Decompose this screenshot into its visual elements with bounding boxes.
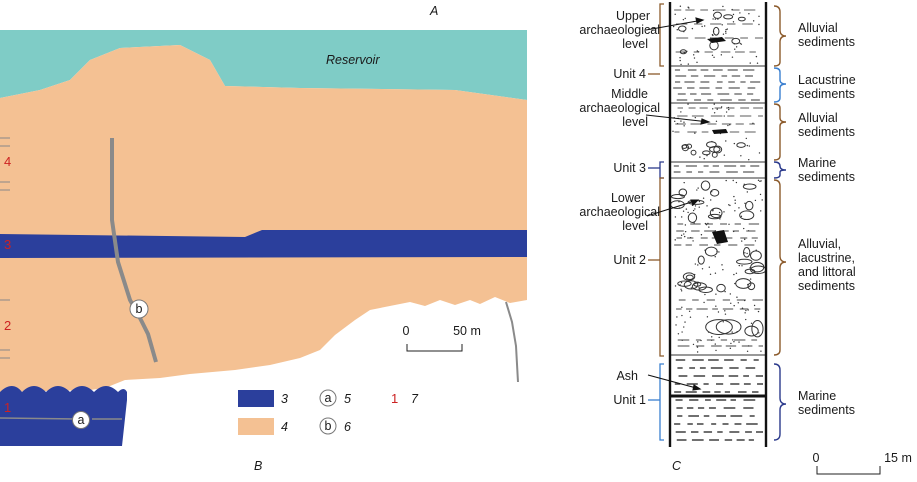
middle-level-label-3: level <box>622 115 648 129</box>
mixed-label-3: and littoral <box>798 265 856 279</box>
legend-label-3: 3 <box>281 392 288 406</box>
unit-4-label: Unit 4 <box>613 67 646 81</box>
legend-swatch-4 <box>238 418 274 435</box>
legend-symbol-7: 1 <box>391 391 398 406</box>
middle-level-label-1: Middle <box>611 87 648 101</box>
mixed-label-1: Alluvial, <box>798 237 841 251</box>
section-scale-zero: 0 <box>403 324 410 338</box>
profile-b-line <box>110 138 158 363</box>
middle-level-marker <box>712 129 728 134</box>
column-scale-end: 15 m <box>884 451 912 465</box>
point-b-marker <box>129 299 149 319</box>
reservoir-label: Reservoir <box>326 53 380 67</box>
point-a-label: a <box>78 413 85 427</box>
point-b-label: b <box>136 302 143 316</box>
left-edge-ticks <box>0 137 10 359</box>
lacustrine-label-1: Lacustrine <box>798 73 856 87</box>
left-unit-ticks <box>648 73 660 401</box>
marine-2-label-1: Marine <box>798 389 836 403</box>
column-scale-bar <box>816 466 881 475</box>
layer1-profile-line <box>0 417 79 420</box>
marine-1-label-2: sediments <box>798 170 855 184</box>
legend-label-4: 4 <box>281 420 288 434</box>
legend-label-5: 5 <box>344 392 351 406</box>
column-texture <box>670 5 767 441</box>
blue-layer-3 <box>0 230 527 258</box>
unit-number-2: 2 <box>4 318 11 333</box>
marine-2-label-2: sediments <box>798 403 855 417</box>
marine-1-label-1: Marine <box>798 156 836 170</box>
legend-label-7: 7 <box>411 392 419 406</box>
mixed-label-4: sediments <box>798 279 855 293</box>
lower-level-label-2: archaeological <box>579 205 660 219</box>
reservoir-area <box>0 30 527 100</box>
alluvial-1-label-1: Alluvial <box>798 21 838 35</box>
unit-number-4: 4 <box>4 154 11 169</box>
unit-2-label: Unit 2 <box>613 253 646 267</box>
legend-symbol-5-text: a <box>325 391 332 405</box>
point-a-marker <box>72 411 90 429</box>
alluvial-2-label-2: sediments <box>798 125 855 139</box>
legend-label-6: 6 <box>344 420 351 434</box>
middle-level-label-2: archaeological <box>579 101 660 115</box>
unit-number-3: 3 <box>4 237 11 252</box>
section-scale-bar <box>406 344 463 352</box>
column-background <box>670 2 766 447</box>
blue-layer-1 <box>0 386 127 446</box>
legend-symbol-6 <box>319 417 337 435</box>
panel-label-b: B <box>254 459 262 473</box>
upper-level-label-1: Upper <box>616 9 650 23</box>
alluvial-1-label-2: sediments <box>798 35 855 49</box>
unit-1-label: Unit 1 <box>613 393 646 407</box>
panel-label-a: A <box>429 4 438 18</box>
strat-column: Upper archaeological level Unit 4 Middle… <box>579 2 912 475</box>
cross-section: Reservoir a b 4 3 2 1 0 50 m 3 4 a 5 b 6… <box>0 30 527 446</box>
right-braces <box>773 5 787 441</box>
column-scale-zero: 0 <box>813 451 820 465</box>
ash-label: Ash <box>616 369 638 383</box>
upper-level-marker <box>707 37 726 43</box>
lacustrine-label-2: sediments <box>798 87 855 101</box>
lower-level-marker <box>712 230 728 244</box>
legend-swatch-3 <box>238 390 274 407</box>
column-boundaries <box>670 65 766 356</box>
right-profile-line <box>505 301 519 383</box>
mixed-label-2: lacustrine, <box>798 251 855 265</box>
left-brackets <box>659 3 664 441</box>
upper-level-label-2: archaeological <box>579 23 660 37</box>
panel-label-c: C <box>672 459 682 473</box>
pointer-arrows <box>645 17 711 391</box>
upper-level-label-3: level <box>622 37 648 51</box>
section-scale-end: 50 m <box>453 324 481 338</box>
unit-number-1: 1 <box>4 400 11 415</box>
unit-3-label: Unit 3 <box>613 161 646 175</box>
lower-level-label-1: Lower <box>611 191 645 205</box>
legend-symbol-6-text: b <box>325 419 332 433</box>
legend-symbol-5 <box>319 389 337 407</box>
lower-level-label-3: level <box>622 219 648 233</box>
alluvial-2-label-1: Alluvial <box>798 111 838 125</box>
